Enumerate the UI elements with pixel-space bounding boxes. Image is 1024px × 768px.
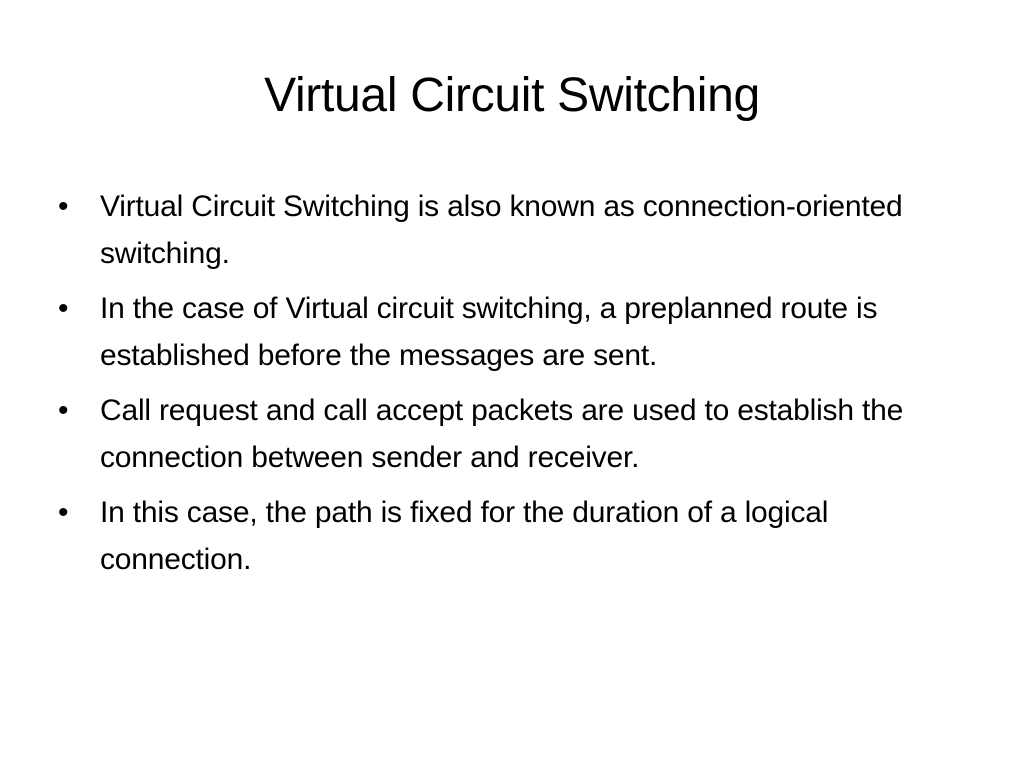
bullet-text: In the case of Virtual circuit switching… (100, 292, 878, 372)
bullet-icon: • (58, 292, 69, 325)
bullet-list: • Virtual Circuit Switching is also know… (58, 183, 958, 591)
bullet-item: • Call request and call accept packets a… (58, 387, 958, 481)
bullet-text: Virtual Circuit Switching is also known … (100, 190, 903, 270)
bullet-icon: • (58, 496, 69, 529)
bullet-item: • In the case of Virtual circuit switchi… (58, 285, 958, 379)
bullet-text: Call request and call accept packets are… (100, 394, 904, 474)
bullet-icon: • (58, 190, 69, 223)
bullet-text: In this case, the path is fixed for the … (100, 496, 829, 576)
slide-title: Virtual Circuit Switching (264, 69, 760, 122)
bullet-icon: • (58, 394, 69, 427)
bullet-item: • In this case, the path is fixed for th… (58, 489, 958, 583)
bullet-item: • Virtual Circuit Switching is also know… (58, 183, 958, 277)
